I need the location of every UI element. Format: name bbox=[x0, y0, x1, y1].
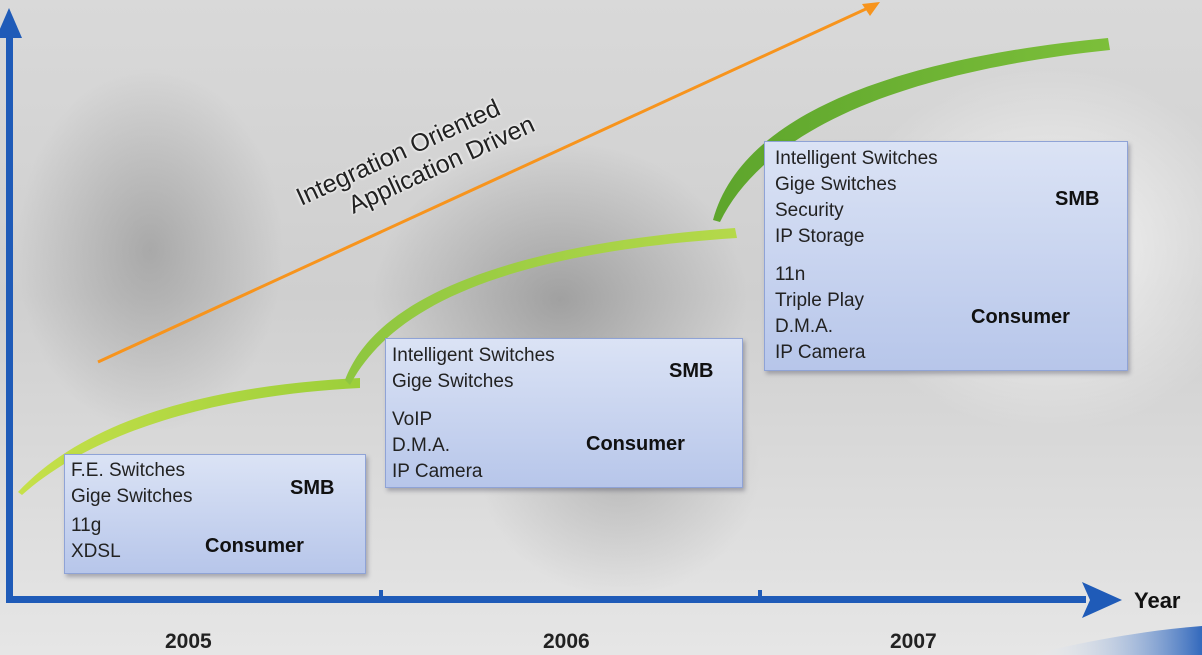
y-axis-line bbox=[6, 30, 13, 602]
year-label-2006: 2006 bbox=[543, 630, 590, 653]
segment-item: Triple Play bbox=[775, 290, 865, 311]
segment-item: VoIP bbox=[392, 409, 433, 430]
y-axis-arrowhead bbox=[0, 8, 22, 38]
year-label-2005: 2005 bbox=[165, 630, 212, 653]
segment-item: F.E. Switches bbox=[71, 460, 186, 481]
x-axis-title: Year bbox=[1134, 588, 1181, 613]
segment-item: Gige Switches bbox=[775, 174, 897, 195]
growth-curve-2006 bbox=[345, 228, 737, 385]
x-axis-arrowhead bbox=[1082, 582, 1122, 618]
smb-label-2005: SMB bbox=[290, 477, 335, 499]
x-axis-line bbox=[6, 596, 1086, 603]
x-axis-tick-2007 bbox=[758, 590, 762, 602]
growth-curve-2005 bbox=[18, 378, 360, 495]
segment-item: Intelligent Switches bbox=[775, 148, 938, 169]
growth-curve-2007 bbox=[713, 38, 1110, 222]
segment-item: IP Camera bbox=[392, 461, 483, 482]
consumer-label-2006: Consumer bbox=[586, 433, 685, 455]
segment-item: Security bbox=[775, 200, 844, 221]
segment-item: D.M.A. bbox=[392, 435, 451, 456]
segment-box-2006: Intelligent Switches Gige Switches VoIP … bbox=[385, 338, 743, 488]
consumer-label-2005: Consumer bbox=[205, 535, 304, 557]
segment-item: XDSL bbox=[71, 541, 121, 562]
segment-item: D.M.A. bbox=[775, 316, 834, 337]
year-label-2007: 2007 bbox=[890, 630, 937, 653]
smb-label-2007: SMB bbox=[1055, 188, 1100, 210]
smb-label-2006: SMB bbox=[669, 360, 714, 382]
segment-item: Gige Switches bbox=[71, 486, 193, 507]
consumer-label-2007: Consumer bbox=[971, 306, 1070, 328]
segment-item: IP Storage bbox=[775, 226, 865, 247]
segment-item: IP Camera bbox=[775, 342, 866, 363]
segment-item: Intelligent Switches bbox=[392, 345, 555, 366]
x-axis-tick-2006 bbox=[379, 590, 383, 602]
segment-item: 11n bbox=[775, 264, 806, 285]
segment-item: Gige Switches bbox=[392, 371, 514, 392]
corner-swoosh bbox=[1030, 626, 1202, 655]
segment-box-2005: F.E. Switches Gige Switches 11g XDSL SMB… bbox=[64, 454, 366, 574]
segment-item: 11g bbox=[71, 515, 102, 536]
segment-box-2007: Intelligent Switches Gige Switches Secur… bbox=[764, 141, 1128, 371]
trend-arrow-line bbox=[97, 6, 869, 364]
trend-arrow-head bbox=[862, 2, 880, 16]
